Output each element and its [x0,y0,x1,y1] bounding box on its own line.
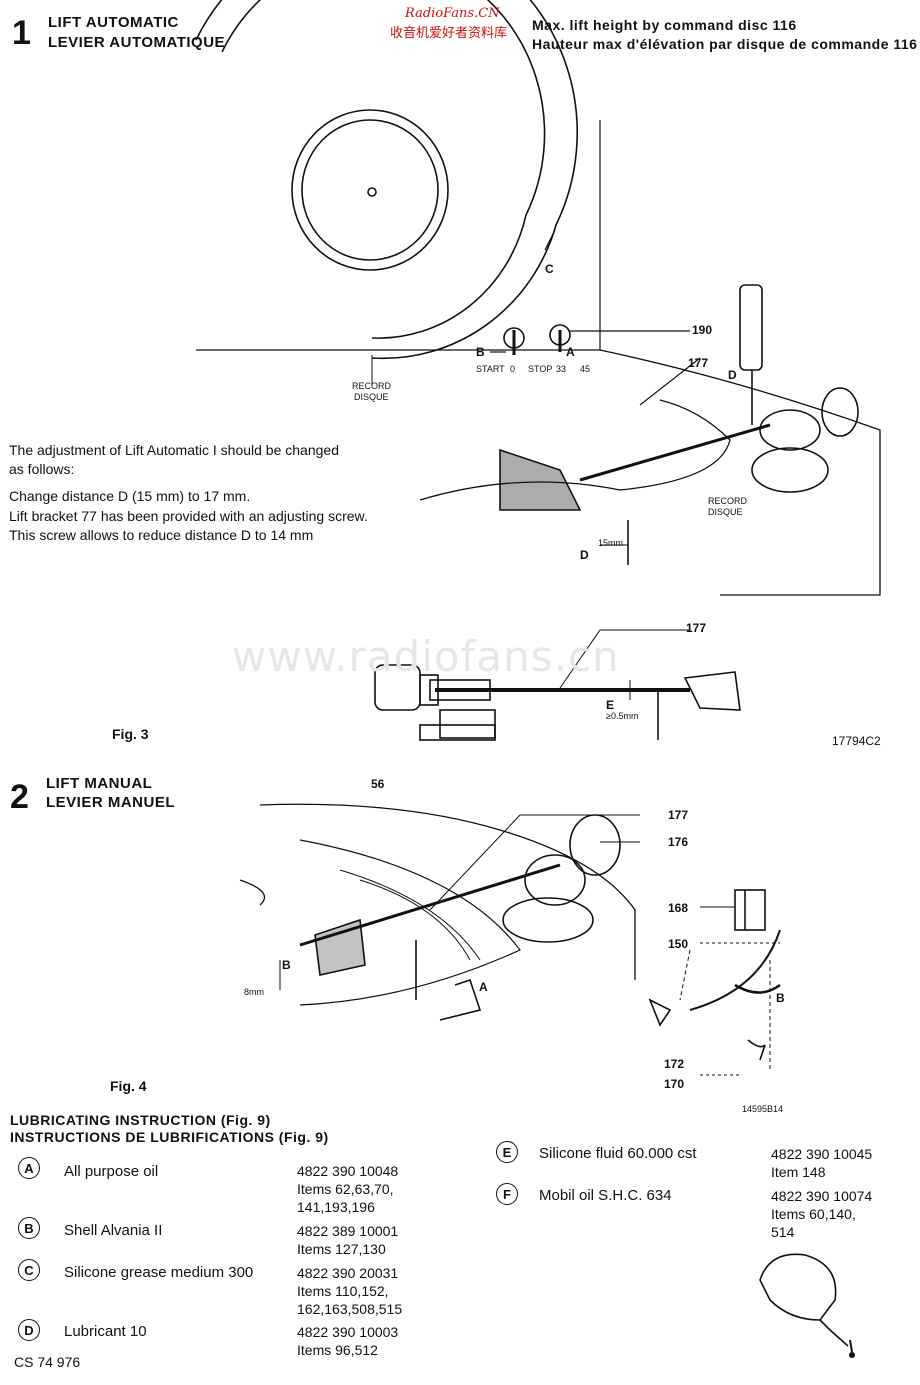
figure-4-label: Fig. 4 [110,1078,147,1094]
lube-b-code: 4822 389 10001 Items 127,130 [297,1223,399,1257]
section-2-title-en: LIFT MANUAL [46,775,153,792]
note-line-5: This screw allows to reduce distance D t… [9,527,314,543]
lube-f-code: 4822 390 10074 Items 60,140, 514 [771,1188,873,1240]
lube-c-icon: C [18,1259,40,1281]
callout-b-right: B [776,991,785,1005]
lube-f-icon: F [496,1183,518,1205]
lube-b-name: Shell Alvania II [64,1222,163,1239]
lift-detail [648,889,781,1076]
lubrication-title-en: LUBRICATING INSTRUCTION (Fig. 9) [10,1112,271,1128]
dial-mark-33: 33 [556,364,567,374]
figure-3-label: Fig. 3 [112,726,149,742]
callout-56: 56 [371,777,385,791]
lube-e-name: Silicone fluid 60.000 cst [539,1145,697,1162]
watermark-site: RadioFans.CN [405,6,500,21]
section-2-title-fr: LEVIER MANUEL [46,794,176,811]
callout-172: 172 [664,1057,685,1071]
record-label-2-fr: DISQUE [708,507,743,517]
note-line-4: Lift bracket 77 has been provided with a… [9,508,368,524]
section-1-spec-fr: Hauteur max d'élévation par disque de co… [532,36,918,52]
record-label-2-en: RECORD [708,496,748,506]
section-1-title-en: LIFT AUTOMATIC [48,14,179,31]
watermark-chinese: 收音机爱好者资料库 [390,26,508,41]
lube-a-icon: A [18,1157,40,1179]
callout-a-fig4: A [479,980,488,994]
callout-177-fig3: 177 [686,621,707,635]
callout-176: 176 [668,835,689,849]
callout-b: B [476,345,485,359]
watermark-center: www.radiofans.cn [232,632,620,681]
dial-mark-45: 45 [580,364,591,374]
record-label-en: RECORD [352,381,392,391]
section-1-title-fr: LEVIER AUTOMATIQUE [48,34,226,51]
figure-3-code: 17794C2 [832,734,881,748]
callout-b-left: B [282,958,291,972]
callout-190: 190 [692,323,713,337]
callout-170: 170 [664,1077,685,1091]
dial-mark-stop: STOP [528,364,553,374]
lubrication-title-fr: INSTRUCTIONS DE LUBRIFICATIONS (Fig. 9) [10,1129,329,1145]
gap-label: ≥0.5mm [606,711,639,721]
note-line-2: as follows: [9,461,75,477]
lube-a-code: 4822 390 10048 Items 62,63,70, 141,193,1… [297,1163,399,1215]
lube-e-icon: E [496,1141,518,1163]
lube-a-name: All purpose oil [64,1163,159,1180]
record-label-fr: DISQUE [354,392,389,402]
lube-e-code: 4822 390 10045 Item 148 [771,1146,873,1180]
callout-177-fig4: 177 [668,808,689,822]
lube-d-icon: D [18,1319,40,1341]
note-line-3: Change distance D (15 mm) to 17 mm. [9,488,251,504]
section-1-spec-en: Max. lift height by command disc 116 [532,17,797,33]
section-1-number: 1 [12,14,31,52]
lube-b-icon: B [18,1217,40,1239]
document-code: CS 74 976 [14,1354,81,1370]
note-line-1: The adjustment of Lift Automatic I shoul… [9,442,339,458]
callout-d-bottom: D [580,548,589,562]
platter-top-view [195,0,601,385]
oil-bottle-illustration [759,1253,853,1353]
callout-a: A [566,345,575,359]
lube-f-name: Mobil oil S.H.C. 634 [539,1187,672,1204]
callout-177-top: 177 [688,356,709,370]
distance-8mm: 8mm [244,987,264,997]
figure-4-code: 14595B14 [742,1104,784,1114]
lube-d-code: 4822 390 10003 Items 96,512 [297,1324,399,1358]
lube-d-name: Lubricant 10 [64,1323,147,1340]
callout-168: 168 [668,901,689,915]
lube-c-code: 4822 390 20031 Items 110,152, 162,163,50… [297,1265,403,1317]
lube-c-name: Silicone grease medium 300 [64,1264,254,1281]
distance-15mm: 15mm [598,538,624,548]
dial-mark-0: 0 [510,364,516,374]
dial-mark-start: START [476,364,505,374]
tonearm-perspective-1 [419,284,881,596]
tonearm-side-view [374,629,741,741]
tonearm-perspective-2 [239,803,640,1021]
section-2-number: 2 [10,778,29,816]
callout-c: C [545,262,554,276]
callout-e: E [606,698,615,712]
callout-d-top: D [728,368,737,382]
callout-150: 150 [668,937,689,951]
control-knobs [490,324,690,355]
